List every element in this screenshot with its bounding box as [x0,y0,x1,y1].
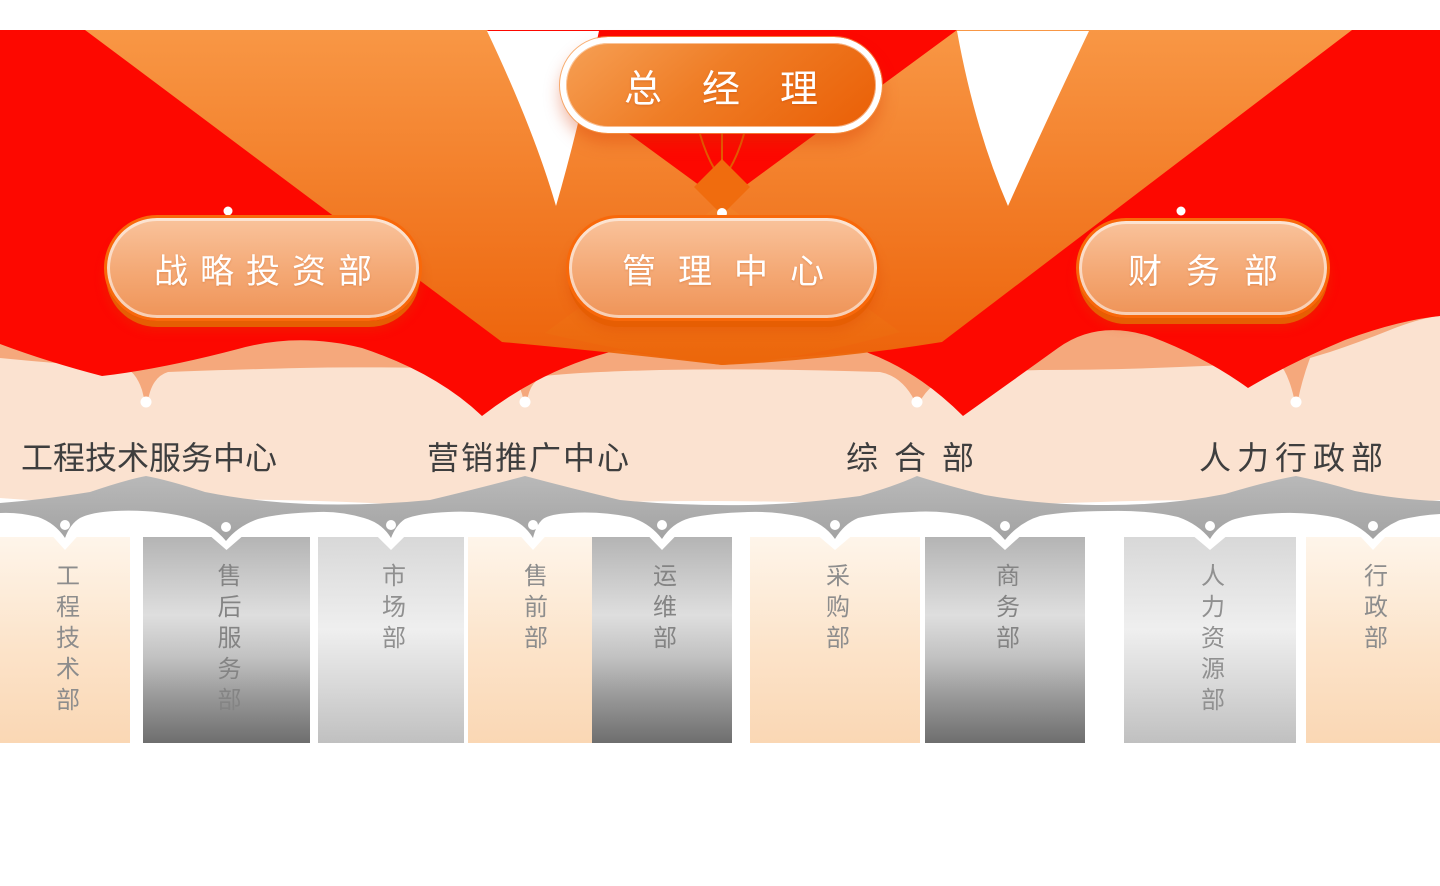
department-label: 市场部 [377,563,404,656]
level2-node-label: 战略投资部 [154,253,384,291]
group-label-marketing-promotion-center: 营销推广中心 [427,440,632,476]
white-wedge-right [957,31,1089,206]
connector-dots [60,206,1378,532]
department-ribbon-engineering-tech: 工程技术部 [0,537,130,743]
department-label: 行政部 [1359,563,1386,656]
department-label: 人力资源部 [1196,563,1223,718]
level2-node-label: 管理中心 [622,253,846,291]
department-label: 售后服务部 [213,563,239,718]
department-ribbon-procurement: 采购部 [750,537,920,743]
department-ribbon-pre-sales: 售前部 [468,537,598,743]
department-ribbon-after-sales-service: 售后服务部 [143,537,310,743]
department-ribbon-administration: 行政部 [1306,537,1440,743]
level2-node-label: 财务部 [1128,253,1302,291]
department-label: 售前部 [519,563,546,656]
root-node-label: 总经理 [623,68,858,111]
root-connector-lines [699,133,745,171]
group-label-hr-admin-department: 人力行政部 [1199,440,1390,476]
department-label: 工程技术部 [51,563,78,718]
department-ribbon-business: 商务部 [925,537,1085,743]
department-ribbon-operations: 运维部 [592,537,732,743]
department-ribbon-human-resources: 人力资源部 [1124,537,1296,743]
department-label: 运维部 [648,563,675,656]
level2-node-management-center: 管理中心 [566,215,880,321]
group-label-engineering-service-center: 工程技术服务中心 [21,440,278,476]
department-label: 商务部 [991,563,1018,656]
level2-node-finance: 财务部 [1076,218,1330,318]
diamond-connector [694,159,750,215]
department-ribbon-market: 市场部 [318,537,464,743]
department-label: 采购部 [821,563,848,656]
group-label-general-department: 综合部 [846,440,991,476]
gray-wings-shape [0,476,1440,541]
root-node-general-manager: 总经理 [559,36,883,134]
level2-node-strategic-investment: 战略投资部 [104,215,422,321]
